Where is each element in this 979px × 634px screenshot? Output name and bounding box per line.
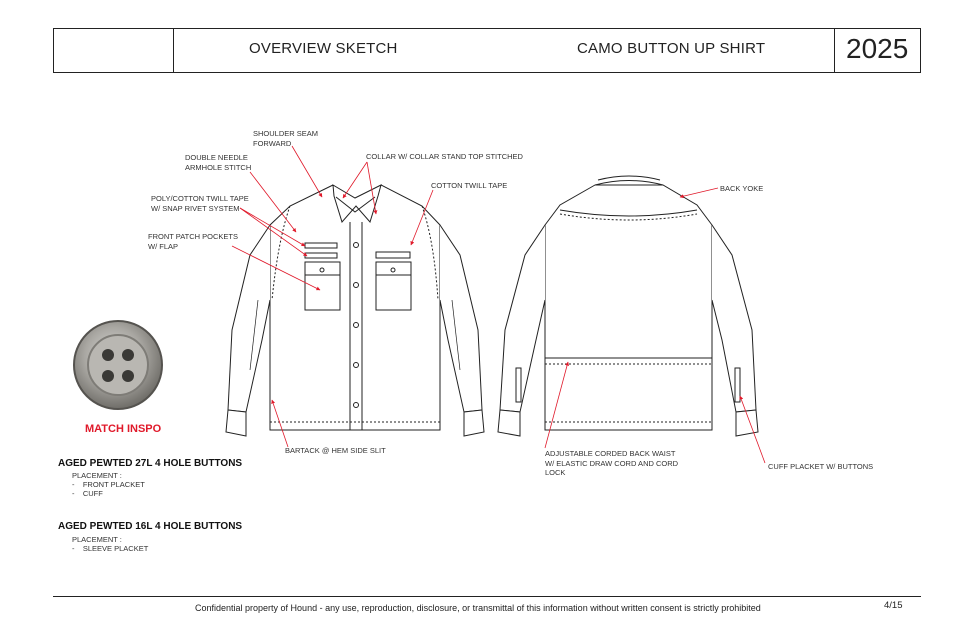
placement-item: - CUFF [72,489,103,498]
callout-cuff-placket: CUFF PLACKET W/ BUTTONS [768,462,874,471]
placement-item: - SLEEVE PLACKET [72,544,149,553]
callout-double-needle: DOUBLE NEEDLE ARMHOLE STITCH [185,153,251,172]
page-number: 4/15 [884,600,903,611]
section-title: OVERVIEW SKETCH [249,40,398,57]
callout-text: FORWARD [253,138,292,148]
placement-label: PLACEMENT : [72,535,122,544]
footer-divider [53,596,921,597]
callout-arrows [231,145,766,464]
button-spec-title: AGED PEWTED 16L 4 HOLE BUTTONS [58,521,243,532]
callout-text: ADJUSTABLE CORDED BACK WAIST [545,449,676,458]
title-block-divider [173,29,174,72]
callout-text: POLY/COTTON TWILL TAPE [151,194,249,203]
callout-text: LOCK [545,468,566,477]
callout-text: ARMHOLE STITCH [185,162,252,172]
callout-shoulder-seam: SHOULDER SEAM FORWARD [253,129,318,148]
placement-text: CUFF [82,489,103,498]
callout-text: W/ SNAP RIVET SYSTEM [151,203,240,213]
callout-text: W/ ELASTIC DRAW CORD AND CORD [545,458,679,468]
callout-front-patch-pockets: FRONT PATCH POCKETS W/ FLAP [148,232,238,251]
title-block: OVERVIEW SKETCH CAMO BUTTON UP SHIRT 202… [53,28,921,73]
placement-text: SLEEVE PLACKET [82,544,149,553]
callout-back-yoke: BACK YOKE [720,184,764,193]
confidential-notice: Confidential property of Hound - any use… [195,603,761,613]
placement-item: - FRONT PLACKET [72,480,145,489]
callout-text: DOUBLE NEEDLE [185,153,248,162]
placement-label: PLACEMENT : [72,471,122,480]
callout-poly-cotton-tape: POLY/COTTON TWILL TAPE W/ SNAP RIVET SYS… [151,194,249,213]
title-block-divider [834,29,835,72]
callout-text: W/ FLAP [148,241,179,251]
callout-text: SHOULDER SEAM [253,129,319,138]
placement-text: FRONT PLACKET [82,480,145,489]
callout-adjustable-waist: ADJUSTABLE CORDED BACK WAIST W/ ELASTIC … [545,449,678,478]
callout-bartack: BARTACK @ HEM SIDE SLIT [285,446,386,455]
button-inspiration-image [73,320,163,410]
season-year: 2025 [846,33,909,64]
callout-collar: COLLAR W/ COLLAR STAND TOP STITCHED [366,152,523,161]
callout-text: FRONT PATCH POCKETS [148,232,239,241]
shirt-back-view [497,175,759,437]
button-spec-title: AGED PEWTED 27L 4 HOLE BUTTONS [58,458,243,469]
callout-cotton-twill: COTTON TWILL TAPE [431,181,508,190]
match-inspo-label: MATCH INSPO [85,423,162,435]
style-name: CAMO BUTTON UP SHIRT [577,40,766,57]
